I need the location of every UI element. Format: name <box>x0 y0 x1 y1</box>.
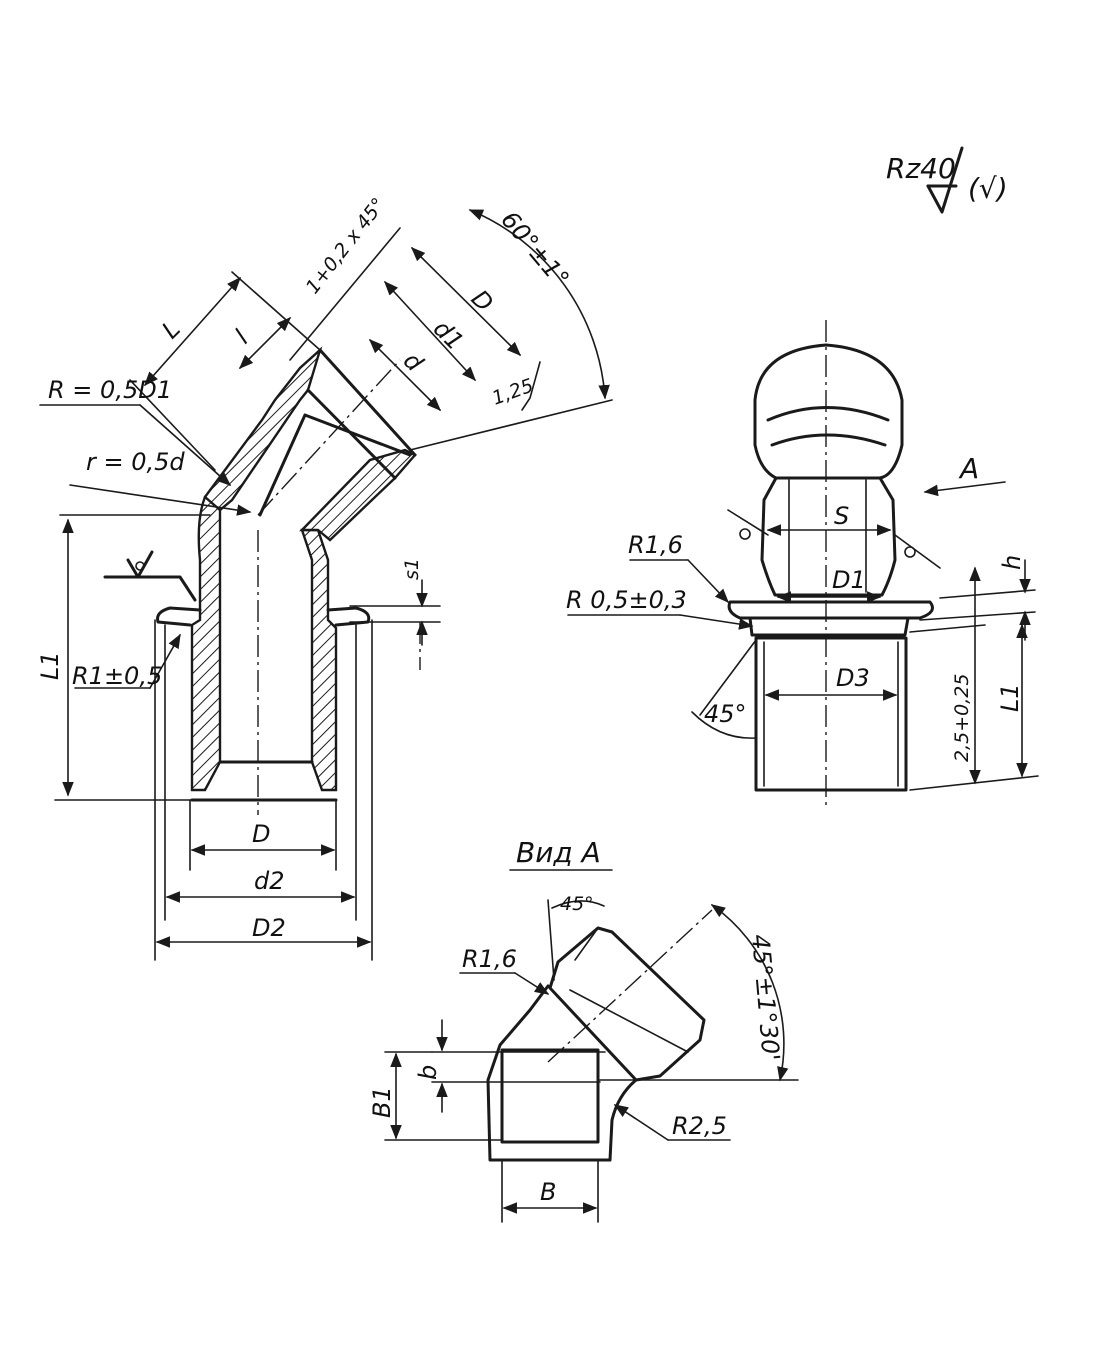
upper-wall-section <box>203 346 323 512</box>
left-wall-section <box>190 495 222 792</box>
dim-B1: B1 <box>368 1086 396 1118</box>
dim-L1: L1 <box>36 651 64 680</box>
roughness-leader <box>103 575 197 602</box>
dim-L1-side: L1 <box>996 683 1024 712</box>
dim-R16-side: R1,6 <box>628 531 683 559</box>
lower-wall-section <box>299 448 417 542</box>
roughness-check-icon <box>926 146 964 214</box>
right-wall-section <box>300 528 338 792</box>
side-view: S A D1 D3 R1,6 R 0,5±0,3 45° <box>566 320 1039 810</box>
dim-l-small: l <box>229 324 254 349</box>
dim-R1: R1±0,5 <box>72 662 162 690</box>
dim-h: h <box>998 555 1026 570</box>
view-a-title: Вид A <box>516 836 601 869</box>
dim-chamfer: 1+0,2 x 45° <box>302 194 390 298</box>
dim-D2: D2 <box>252 914 286 942</box>
dim-R16-view: R1,6 <box>462 945 517 973</box>
dim-b: b <box>414 1065 442 1080</box>
dim-r-small: r = 0,5d <box>86 448 185 476</box>
dim-S: S <box>834 502 849 530</box>
dim-d2: d2 <box>254 867 285 895</box>
dim-D1: D1 <box>832 566 866 594</box>
view-a: Вид A 45° R1,6 45°±1°30' b B1 <box>368 836 799 1223</box>
dim-D3: D3 <box>836 664 870 692</box>
surface-finish-symbol: Rz40 (√) <box>886 146 1008 214</box>
dim-angle-view: 45°±1°30' <box>746 933 785 1062</box>
flange <box>727 600 934 620</box>
dim-R-big: R = 0,5D1 <box>48 376 172 404</box>
dim-d1: d1 <box>428 314 469 355</box>
surface-finish-note: (√) <box>968 172 1008 205</box>
dim-s1: s1 <box>401 558 423 580</box>
dim-angle45-view: 45° <box>560 893 594 915</box>
dim-L: L <box>156 315 185 344</box>
branch-hex <box>548 926 706 1082</box>
surface-finish-code: Rz40 <box>886 152 956 185</box>
dim-B: B <box>540 1178 556 1206</box>
dim-angle45-side: 45° <box>704 700 747 728</box>
base-body <box>486 984 638 1162</box>
roughness-mark-icon <box>126 550 154 579</box>
branch-dome <box>753 343 904 480</box>
threaded-body <box>754 636 908 792</box>
view-A-marker: A <box>958 452 979 485</box>
dim-D-bottom: D <box>252 820 270 848</box>
dim-2-5: 2,5+0,25 <box>951 674 973 762</box>
dim-R25: R2,5 <box>672 1112 727 1140</box>
dim-angle: 60°±1° <box>495 206 574 293</box>
roughness-value: 1,25 <box>489 375 536 410</box>
dim-R05: R 0,5±0,3 <box>566 586 687 614</box>
dim-D-top: D <box>466 284 499 317</box>
